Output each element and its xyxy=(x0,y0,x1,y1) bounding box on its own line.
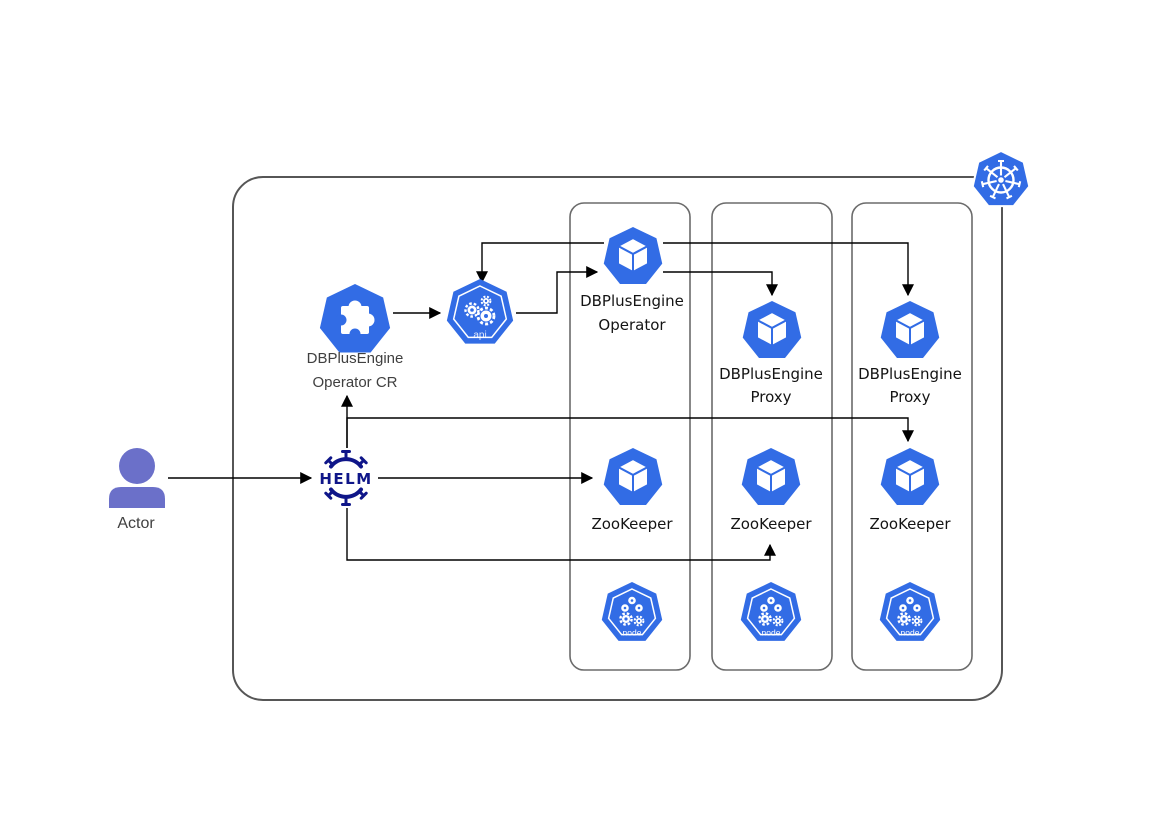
node2-icon-label: node xyxy=(762,628,781,638)
node3-icon-label: node xyxy=(901,628,920,638)
node1-icon-label: node xyxy=(623,628,642,638)
edge-helm-to-zookeeper-node3 xyxy=(346,417,914,448)
node1-workload-label-line2: Operator xyxy=(598,316,666,334)
node1-icon: node xyxy=(600,580,664,643)
edge-api-to-operator xyxy=(516,266,599,314)
node2-icon: node xyxy=(739,580,803,643)
zookeeper-node3-pod-icon xyxy=(879,447,941,507)
node3-icon: node xyxy=(878,580,942,643)
edge-operator-to-proxy-node2 xyxy=(663,271,778,297)
node1-zookeeper-label: ZooKeeper xyxy=(591,515,673,533)
actor-label: Actor xyxy=(117,515,155,532)
dbplusengine-proxy-node3-pod-icon xyxy=(879,300,941,360)
node3-container xyxy=(851,202,973,671)
kubernetes-api-icon: api xyxy=(446,279,514,344)
helm-logo-text: HELM xyxy=(319,470,372,488)
edges xyxy=(168,242,914,561)
operator-cr-crd-icon xyxy=(319,284,391,353)
kubernetes-logo-icon xyxy=(971,149,1031,208)
node2-workload-label-line2: Proxy xyxy=(750,388,791,406)
operator-cr-label-line1: DBPlusEngine xyxy=(307,350,404,367)
node3-workload-label-line2: Proxy xyxy=(889,388,930,406)
node2-container xyxy=(711,202,833,671)
operator-cr-label-line2: Operator CR xyxy=(312,374,397,391)
dbplusengine-proxy-node2-pod-icon xyxy=(741,300,803,360)
edge-helm-to-zookeeper-node2 xyxy=(346,508,776,561)
edge-operator-to-api xyxy=(476,242,604,284)
node2-zookeeper-label: ZooKeeper xyxy=(730,515,812,533)
node3-workload-label-line1: DBPlusEngine xyxy=(858,365,962,383)
node3-zookeeper-label: ZooKeeper xyxy=(869,515,951,533)
api-icon-label: api xyxy=(473,330,486,341)
node2-workload-label-line1: DBPlusEngine xyxy=(719,365,823,383)
zookeeper-node1-pod-icon xyxy=(602,447,664,507)
actor-icon xyxy=(109,448,165,508)
edge-operator-to-proxy-node3 xyxy=(663,242,914,297)
kubernetes-cluster-boundary xyxy=(232,176,1003,701)
node1-container xyxy=(569,202,691,671)
dbplusengine-operator-pod-icon xyxy=(602,226,664,286)
helm-logo-icon: HELM xyxy=(319,450,372,506)
zookeeper-node2-pod-icon xyxy=(740,447,802,507)
node1-workload-label-line1: DBPlusEngine xyxy=(580,292,684,310)
